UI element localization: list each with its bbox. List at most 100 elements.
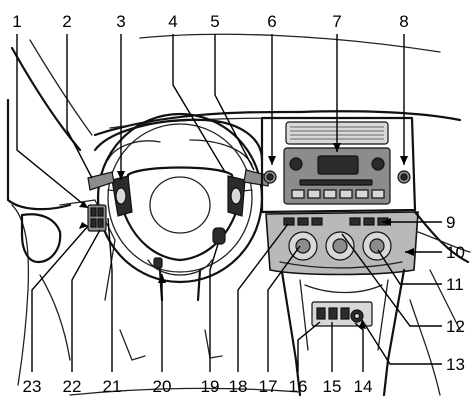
- center-stack-frame: [260, 116, 417, 214]
- right-door-edge: [429, 269, 461, 331]
- callout-3: 3: [116, 12, 125, 31]
- climate-dial-right-core: [369, 238, 385, 254]
- door-panel-inner: [11, 204, 30, 386]
- arrowhead-23: [79, 222, 88, 229]
- leader-17: [267, 245, 301, 372]
- leader-18: [237, 223, 289, 372]
- arrowhead-7: [333, 143, 341, 152]
- pedal-right: [204, 329, 223, 359]
- arrowhead-20: [158, 274, 166, 283]
- arrowhead-10: [405, 248, 414, 256]
- left-switch-c: [90, 218, 97, 228]
- callout-20: 20: [153, 377, 172, 396]
- console-inner-right: [377, 279, 389, 351]
- audio-knob-right: [371, 157, 385, 171]
- callout-22: 22: [63, 377, 82, 396]
- climate-dial-center-core: [332, 238, 348, 254]
- arrowhead-3: [117, 171, 125, 180]
- audio-display: [317, 155, 359, 175]
- callout-5: 5: [210, 12, 219, 31]
- callout-18: 18: [229, 377, 248, 396]
- dash-top-curve: [93, 110, 462, 137]
- leader-11: [377, 249, 442, 285]
- callout-23: 23: [23, 377, 42, 396]
- leader-16: [297, 321, 321, 372]
- leader-21: [107, 217, 113, 372]
- callout-8: 8: [399, 12, 408, 31]
- arrowhead-1: [79, 201, 88, 208]
- audio-switch-button: [115, 187, 127, 205]
- climate-dial-left-core: [295, 238, 311, 254]
- steering-center-pad: [149, 176, 211, 234]
- callout-6: 6: [267, 12, 276, 31]
- callout-9: 9: [446, 213, 455, 232]
- dashboard-illustration: [6, 33, 471, 397]
- instrument-hood: [93, 118, 264, 162]
- leader-23: [31, 225, 89, 372]
- hood-release-lever: [153, 257, 163, 269]
- audio-cd-slot: [299, 179, 373, 186]
- arrowhead-8: [400, 156, 408, 165]
- left-stalk: [87, 171, 115, 191]
- callout-12: 12: [446, 317, 465, 336]
- arrowhead-13: [359, 320, 366, 329]
- callout-10: 10: [446, 243, 465, 262]
- console-inner-left: [299, 279, 309, 351]
- leader-14: [354, 322, 364, 372]
- callout-19: 19: [201, 377, 220, 396]
- a-pillar-inner: [29, 39, 93, 136]
- leader-22: [71, 229, 101, 372]
- callout-1: 1: [12, 12, 21, 31]
- callout-2: 2: [62, 12, 71, 31]
- callout-17: 17: [259, 377, 278, 396]
- door-panel: [6, 98, 72, 211]
- leader-4: [172, 34, 226, 173]
- arrowhead-6: [268, 156, 276, 165]
- cup-holder-area: [304, 284, 383, 294]
- callout-13: 13: [446, 355, 465, 374]
- callout-11: 11: [446, 275, 464, 294]
- callout-4: 4: [168, 12, 177, 31]
- leader-19: [209, 243, 219, 372]
- cluster-dial-left: [107, 140, 161, 161]
- steering-hub: [123, 166, 237, 262]
- leader-5: [214, 34, 255, 171]
- console-switch-3: [340, 307, 350, 320]
- callout-leaders: [16, 34, 442, 372]
- leader-1: [16, 34, 89, 209]
- right-dash-edge: [413, 210, 470, 264]
- leader-13: [361, 319, 442, 365]
- windshield-line: [139, 33, 441, 53]
- pedal-left: [119, 329, 146, 361]
- audio-knob-left: [289, 157, 303, 171]
- callout-21: 21: [103, 377, 122, 396]
- floor-line: [69, 387, 301, 396]
- callout-15: 15: [323, 377, 342, 396]
- left-switch-b: [97, 207, 104, 217]
- callout-16: 16: [289, 377, 308, 396]
- door-handle: [20, 213, 62, 264]
- leader-12: [341, 233, 442, 327]
- leader-2: [66, 34, 93, 179]
- console-switch-2: [328, 307, 338, 320]
- steering-wheel-rim-inner: [107, 123, 253, 273]
- console-switch-1: [316, 307, 326, 320]
- callout-7: 7: [332, 12, 341, 31]
- callout-arrowheads: [79, 143, 414, 329]
- door-pocket: [39, 274, 71, 361]
- center-console-left: [280, 270, 302, 397]
- arrowhead-9: [382, 218, 391, 226]
- audio-buttons: [291, 189, 385, 199]
- right-lower-trim: [409, 299, 441, 396]
- side-vent-left-center: [266, 173, 274, 181]
- engine-switch: [212, 227, 226, 245]
- callout-14: 14: [354, 377, 373, 396]
- cruise-switch-button: [230, 187, 242, 205]
- glovebox-line: [417, 231, 471, 253]
- left-switch-a: [90, 207, 97, 217]
- column-cover: [147, 259, 213, 276]
- side-vent-right-center: [400, 173, 408, 181]
- callout-labels: 1 2 3 4 5 6 7 8 9 10 11 12 13 14 15 16 1…: [12, 12, 465, 396]
- left-switch-d: [97, 218, 104, 228]
- power-outlet-core: [353, 312, 361, 320]
